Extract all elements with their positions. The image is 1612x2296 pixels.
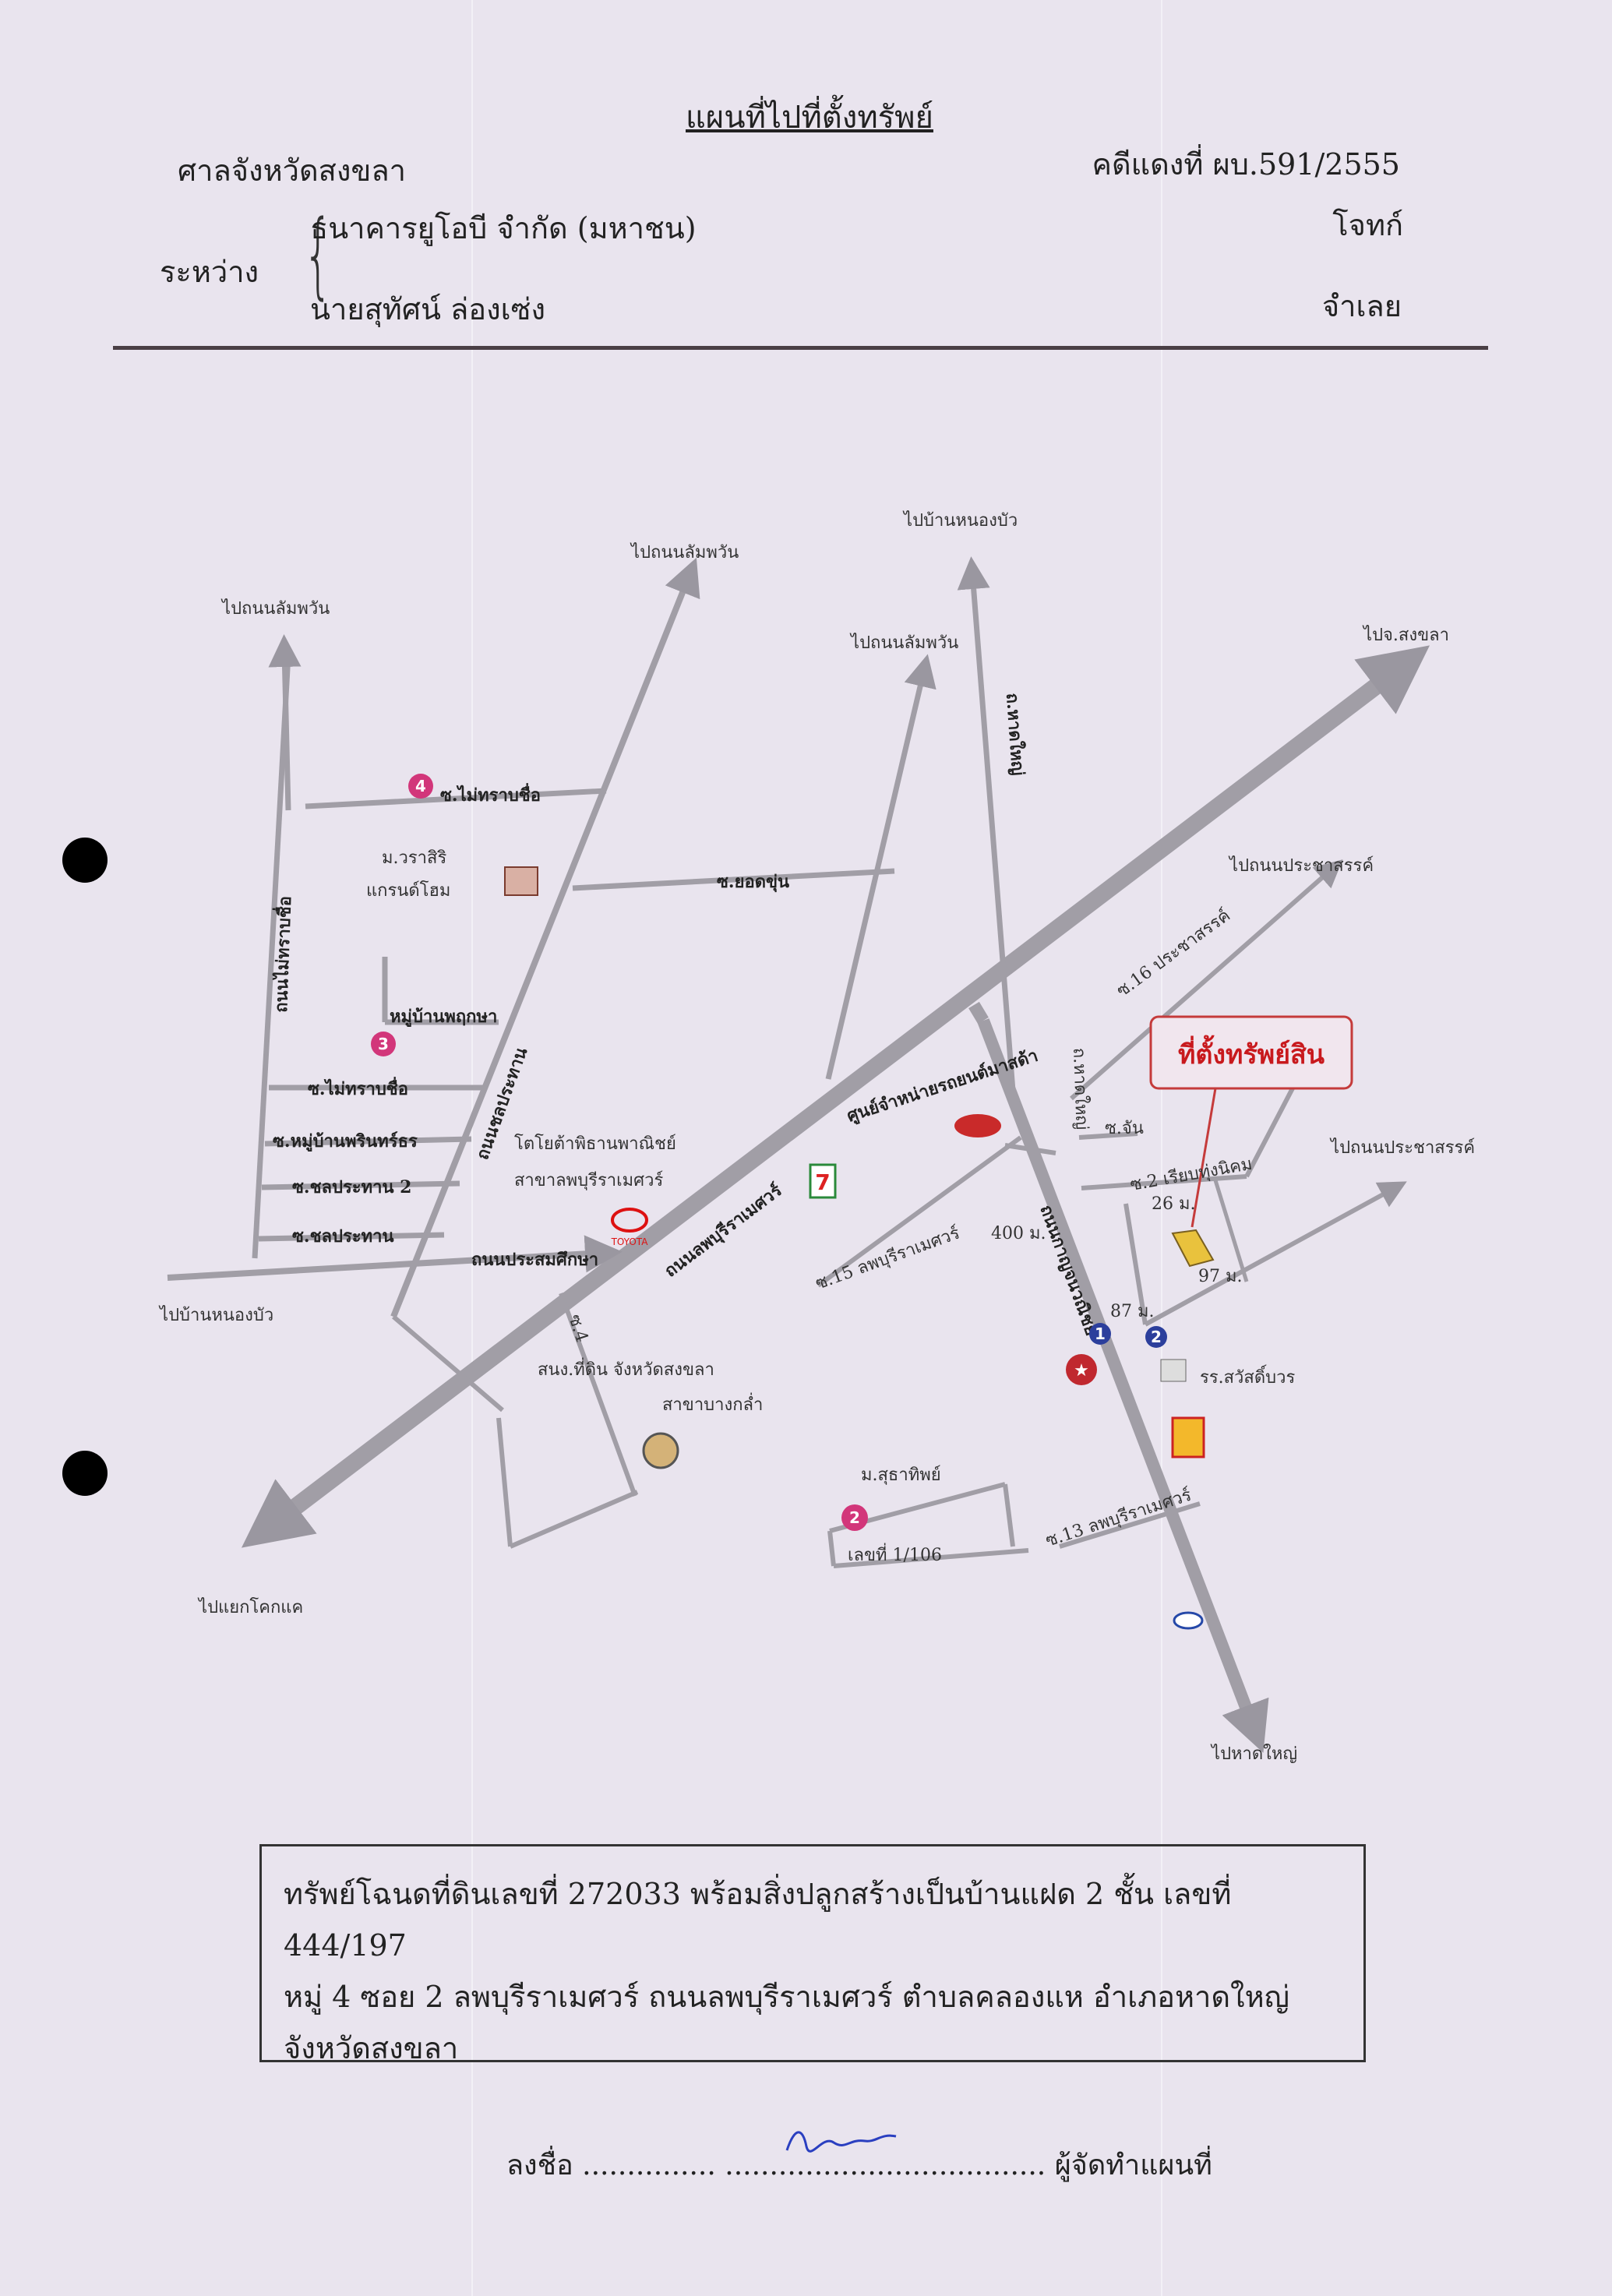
village-pho: หมู่บ้านพฤกษา [390, 1007, 497, 1028]
svg-text:2: 2 [1151, 1328, 1162, 1346]
header-divider [113, 346, 1488, 350]
car-icon [954, 1114, 1001, 1137]
seven-eleven-icon [809, 1163, 837, 1199]
marker-2-blue [1145, 1326, 1167, 1348]
dest-prachasan2: ไปถนนประชาสรรค์ [1329, 1137, 1475, 1158]
soi-hatyai-vert: ถ.หาดใหญ่ [1069, 1047, 1092, 1130]
road-lopburi: ถนนลพบุรีราเมศวร์ [661, 1180, 786, 1282]
dest-khokhae: ไปแยกโคกแค [197, 1597, 303, 1617]
brace: { [303, 201, 333, 309]
moo-sutha: ม.สุธาทิพย์ [861, 1465, 941, 1485]
road-hatyai: ถ.หาดใหญ่ [1002, 693, 1028, 777]
svg-text:4: 4 [415, 777, 426, 795]
svg-text:★: ★ [1074, 1361, 1089, 1381]
svg-text:7: 7 [815, 1169, 830, 1195]
fold-line-left [471, 0, 473, 2296]
soi-somnuk: ซ.2 เรียบทุ่งนิคม [1129, 1155, 1254, 1195]
shop-icon [1171, 1416, 1205, 1458]
case-number: คดีแดงที่ ผบ.591/2555 [1092, 147, 1400, 182]
soi-chan: ซ.จัน [1105, 1119, 1144, 1138]
toyota-line2: สาขาลพบุรีราเมศวร์ [514, 1171, 663, 1190]
svg-text:2: 2 [849, 1508, 860, 1527]
dest-songkhla: ไปจ.สงขลา [1362, 625, 1449, 645]
dest-top-mid1: ไปถนนลัมพวัน [630, 542, 739, 563]
marker-1 [1089, 1323, 1111, 1345]
dist-87: 87 ม. [1110, 1302, 1154, 1321]
dest-prachasan1: ไปถนนประชาสรรค์ [1228, 855, 1374, 876]
fold-line-right [1161, 0, 1162, 2296]
soi-4: ซ.4 [564, 1312, 591, 1345]
svg-text:1: 1 [1095, 1324, 1106, 1343]
soi-yodkhun: ซ.ยอดขุ่น [717, 872, 789, 893]
property-description-line1: ทรัพย์โฉนดที่ดินเลขที่ 272033 พร้อมสิ่งป… [284, 1877, 1232, 1963]
soi-chonprathan2: ซ.ชลประทาน 2 [292, 1177, 411, 1197]
school-icon [1160, 1359, 1187, 1382]
defendant-role: จำเลย [1321, 289, 1402, 323]
punch-hole-bottom [62, 1451, 108, 1496]
dest-hatyai: ไปหาดใหญ่ [1210, 1744, 1297, 1764]
toyota-line1: โตโยต้าพิธานพาณิชย์ [514, 1134, 676, 1154]
petrol-star-icon [1066, 1354, 1097, 1385]
dist-400: 400 ม. [991, 1224, 1046, 1243]
dest-top-nongbua: ไปบ้านหนองบัว [902, 510, 1018, 531]
land-office-1: สนง.ที่ดิน จังหวัดสงขลา [538, 1357, 714, 1380]
dist-26: 26 ม. [1152, 1194, 1195, 1214]
svg-text:TOYOTA: TOYOTA [611, 1236, 649, 1247]
page-title: แผนที่ไปที่ตั้งทรัพย์ [686, 100, 933, 136]
soi-village: ซ.หมู่บ้านพรินทร์ธร [273, 1131, 418, 1152]
fuel-station-icon [1173, 1611, 1204, 1630]
soi-unknown2: ซ.ไม่ทราบชื่อ [308, 1076, 408, 1099]
soi-chonprathan: ซ.ชลประทาน [292, 1226, 394, 1247]
dest-top-mid2: ไปถนนลัมพวัน [849, 633, 958, 653]
signature-dots1: ............... [582, 2150, 716, 2181]
soi-prachasan: ซ.16 ประชาสรรค์ [1113, 906, 1234, 1001]
plaintiff-role: โจทก์ [1332, 208, 1403, 242]
property-description-box: ทรัพย์โฉนดที่ดินเลขที่ 272033 พร้อมสิ่งป… [259, 1844, 1366, 2065]
signature-line: ลงชื่อ ............... .................… [506, 2143, 1212, 2187]
land-office-2: สาขาบางกล่ำ [662, 1392, 763, 1415]
soi-label-1: ซ.ไม่ทราบชื่อ [440, 782, 541, 806]
house-no: เลขที่ 1/106 [848, 1543, 942, 1565]
road-kanchanawanich: ถนนกาญจนวณิชย์ [1035, 1202, 1102, 1338]
road-prasomsuksa: ถนนประสมศึกษา [471, 1250, 598, 1270]
marker-2-pink [841, 1504, 868, 1531]
toyota-logo-icon [611, 1208, 648, 1233]
land-office-icon [642, 1432, 679, 1469]
signature-suffix: ผู้จัดทำแผนที่ [1054, 2150, 1212, 2181]
dist-97: 97 ม. [1198, 1267, 1242, 1286]
court-name: ศาลจังหวัดสงขลา [178, 153, 406, 188]
plaintiff-name: ธนาคารยูโอบี จำกัด (มหาชน) [310, 211, 697, 245]
between-label: ระหว่าง [160, 255, 259, 289]
school: รร.สวัสดิ์บวร [1200, 1365, 1295, 1388]
property-description-line2: หมู่ 4 ซอย 2 ลพบุรีราเมศวร์ ถนนลพบุรีราเ… [284, 1980, 1289, 2014]
dest-left-nongbua: ไปบ้านหนองบัว [158, 1305, 273, 1325]
dest-top-left: ไปถนนลัมพวัน [220, 598, 330, 619]
marker-3 [371, 1032, 396, 1056]
moo-rasiri-2: แกรนด์โฮม [366, 880, 450, 901]
property-house-icon [1171, 1229, 1215, 1268]
moo-rasiri-1: ม.วราสิริ [382, 848, 446, 868]
signature-dots2: .................................... [725, 2150, 1046, 2181]
property-description-line3: จังหวัดสงขลา [284, 2031, 459, 2065]
handwritten-signature [785, 2131, 897, 2153]
svg-text:3: 3 [378, 1035, 389, 1053]
house-icon [504, 866, 538, 896]
property-marker-box [1149, 1015, 1353, 1090]
marker-4 [408, 774, 433, 799]
punch-hole-top [62, 838, 108, 883]
property-marker-text: ที่ตั้งทรัพย์สิน [1178, 1035, 1325, 1070]
signature-prefix: ลงชื่อ [506, 2150, 573, 2181]
defendant-name: นายสุทัศน์ ล่องเซ่ง [310, 292, 545, 326]
